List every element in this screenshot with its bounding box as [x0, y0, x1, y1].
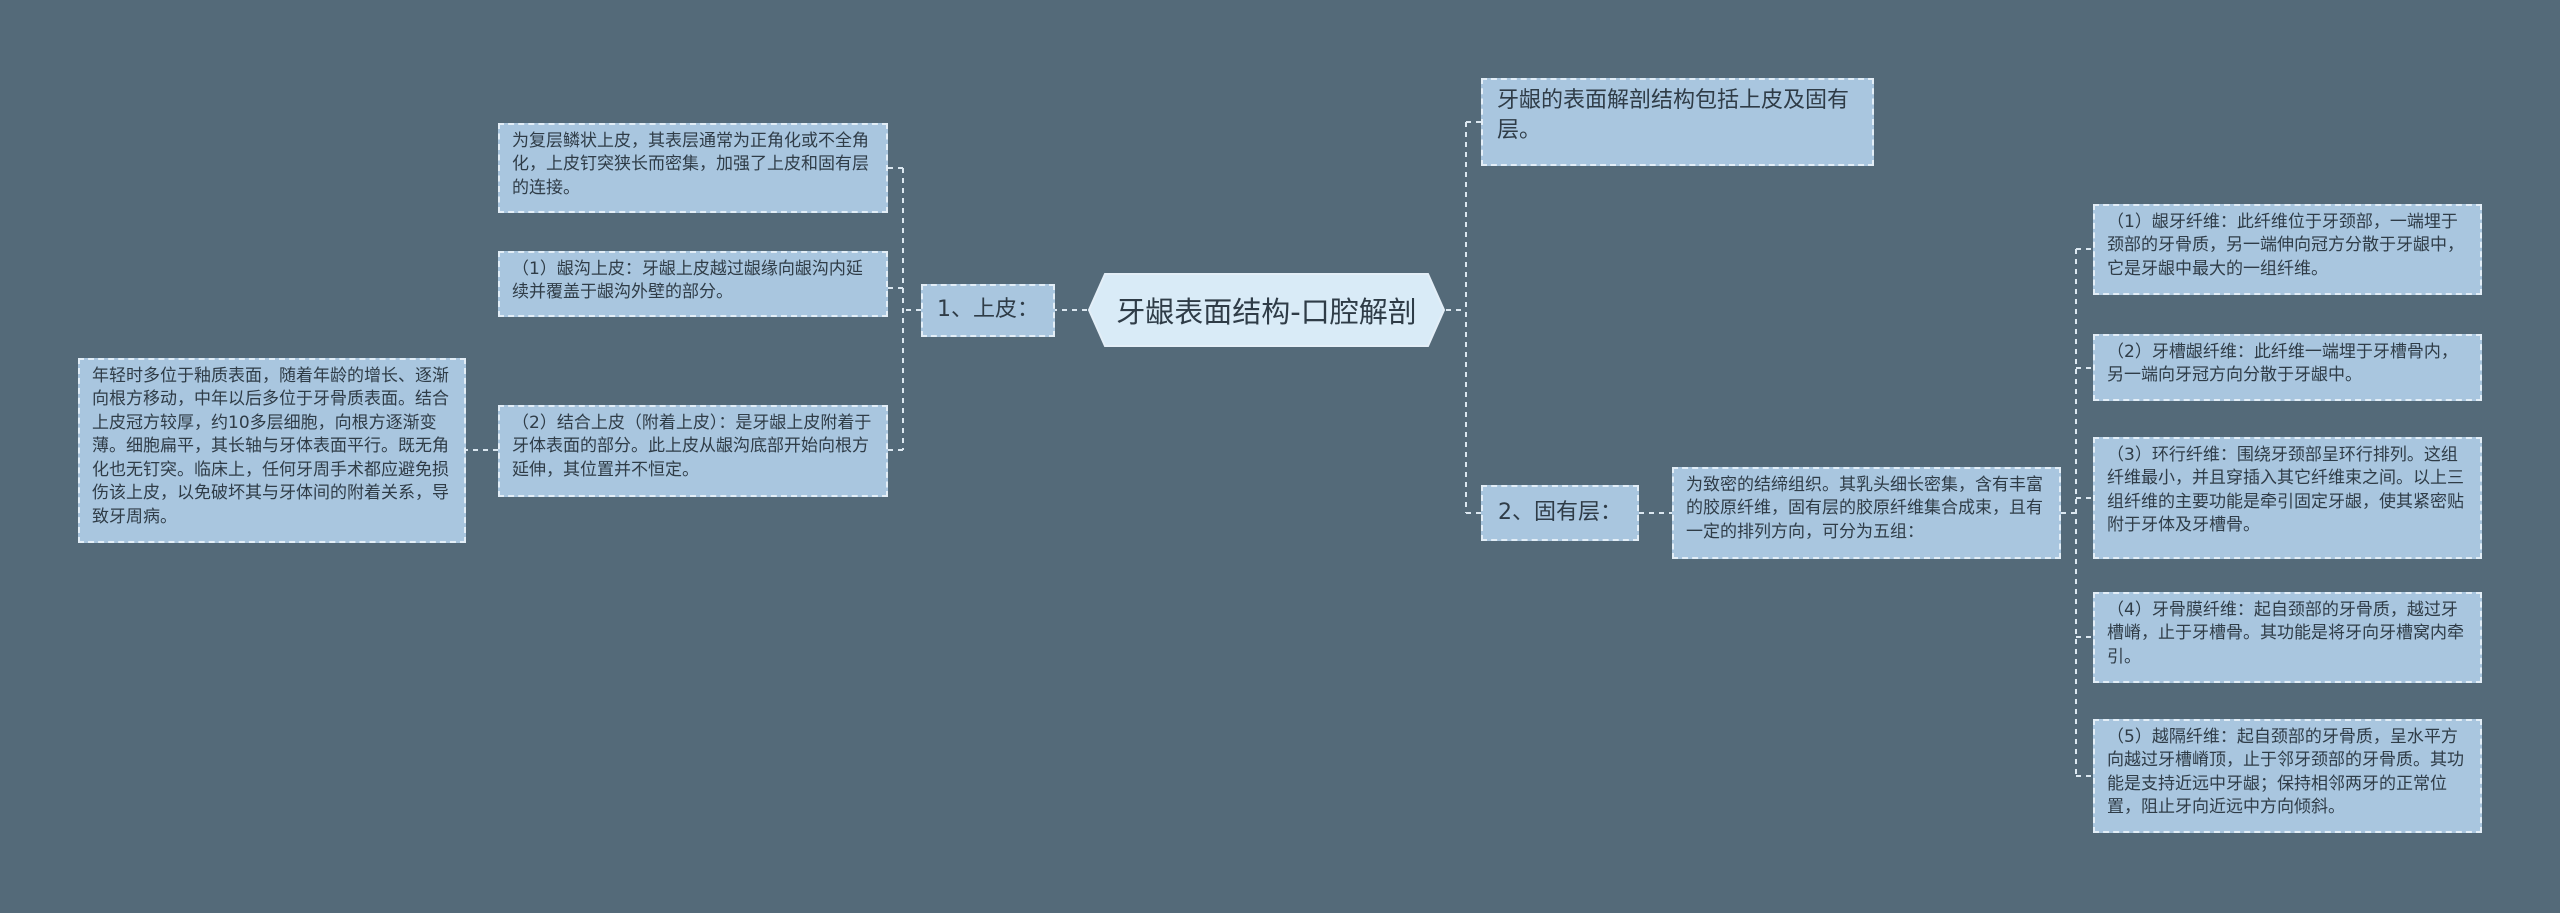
- connector-branch1-trunk: [902, 168, 921, 450]
- fiber-group-3-text: （3）环行纤维：围绕牙颈部呈环行排列。这组纤维最小，并且穿插入其它纤维束之间。以…: [2107, 445, 2464, 536]
- lamina-propria-description-text: 为致密的结缔组织。其乳头细长密集，含有丰富的胶原纤维，固有层的胶原纤维集合成束，…: [1686, 475, 2043, 542]
- central-topic[interactable]: 牙龈表面结构-口腔解剖: [1087, 272, 1446, 348]
- connector-fibers-trunk: [2061, 249, 2077, 776]
- intro-note[interactable]: 牙龈的表面解剖结构包括上皮及固有层。: [1481, 78, 1874, 166]
- central-topic-label: 牙龈表面结构-口腔解剖: [1116, 295, 1417, 329]
- branch-epithelium-label: 1、上皮：: [937, 297, 1039, 323]
- intro-note-text: 牙龈的表面解剖结构包括上皮及固有层。: [1497, 88, 1850, 144]
- fiber-group-1[interactable]: （1）龈牙纤维：此纤维位于牙颈部，一端埋于颈部的牙骨质，另一端伸向冠方分散于牙龈…: [2093, 204, 2482, 295]
- epithelium-item-3-text: （2）结合上皮（附着上皮）：是牙龈上皮附着于牙体表面的部分。此上皮从龈沟底部开始…: [512, 413, 872, 480]
- fiber-group-5-text: （5）越隔纤维：起自颈部的牙骨质，呈水平方向越过牙槽嵴顶，止于邻牙颈部的牙骨质。…: [2107, 727, 2464, 818]
- branch-epithelium[interactable]: 1、上皮：: [921, 284, 1055, 337]
- lamina-propria-description[interactable]: 为致密的结缔组织。其乳头细长密集，含有丰富的胶原纤维，固有层的胶原纤维集合成束，…: [1672, 467, 2061, 559]
- branch-lamina-propria-label: 2、固有层：: [1498, 499, 1622, 525]
- central-topic-shape: [1087, 273, 1446, 347]
- fiber-group-2-text: （2）牙槽龈纤维：此纤维一端埋于牙槽骨内，另一端向牙冠方向分散于牙龈中。: [2107, 342, 2458, 386]
- fiber-group-1-text: （1）龈牙纤维：此纤维位于牙颈部，一端埋于颈部的牙骨质，另一端伸向冠方分散于牙龈…: [2107, 212, 2464, 279]
- branch-lamina-propria[interactable]: 2、固有层：: [1481, 485, 1639, 541]
- epithelium-item-2[interactable]: （1）龈沟上皮：牙龈上皮越过龈缘向龈沟内延续并覆盖于龈沟外壁的部分。: [498, 251, 888, 317]
- fiber-group-2[interactable]: （2）牙槽龈纤维：此纤维一端埋于牙槽骨内，另一端向牙冠方向分散于牙龈中。: [2093, 334, 2482, 401]
- fiber-group-4[interactable]: （4）牙骨膜纤维：起自颈部的牙骨质，越过牙槽嵴，止于牙槽骨。其功能是将牙向牙槽窝…: [2093, 592, 2482, 683]
- junctional-epithelium-note-text: 年轻时多位于釉质表面，随着年龄的增长、逐渐向根方移动，中年以后多位于牙骨质表面。…: [92, 366, 449, 527]
- fiber-group-4-text: （4）牙骨膜纤维：起自颈部的牙骨质，越过牙槽嵴，止于牙槽骨。其功能是将牙向牙槽窝…: [2107, 600, 2464, 667]
- epithelium-item-1[interactable]: 为复层鳞状上皮，其表层通常为正角化或不全角化，上皮钉突狭长而密集，加强了上皮和固…: [498, 123, 888, 213]
- fiber-group-3[interactable]: （3）环行纤维：围绕牙颈部呈环行排列。这组纤维最小，并且穿插入其它纤维束之间。以…: [2093, 437, 2482, 559]
- junctional-epithelium-note[interactable]: 年轻时多位于釉质表面，随着年龄的增长、逐渐向根方移动，中年以后多位于牙骨质表面。…: [78, 358, 466, 543]
- epithelium-item-3[interactable]: （2）结合上皮（附着上皮）：是牙龈上皮附着于牙体表面的部分。此上皮从龈沟底部开始…: [498, 405, 888, 497]
- epithelium-item-2-text: （1）龈沟上皮：牙龈上皮越过龈缘向龈沟内延续并覆盖于龈沟外壁的部分。: [512, 259, 863, 303]
- fiber-group-5[interactable]: （5）越隔纤维：起自颈部的牙骨质，呈水平方向越过牙槽嵴顶，止于邻牙颈部的牙骨质。…: [2093, 719, 2482, 833]
- connector-center-right: [1446, 122, 1467, 513]
- epithelium-item-1-text: 为复层鳞状上皮，其表层通常为正角化或不全角化，上皮钉突狭长而密集，加强了上皮和固…: [512, 131, 869, 198]
